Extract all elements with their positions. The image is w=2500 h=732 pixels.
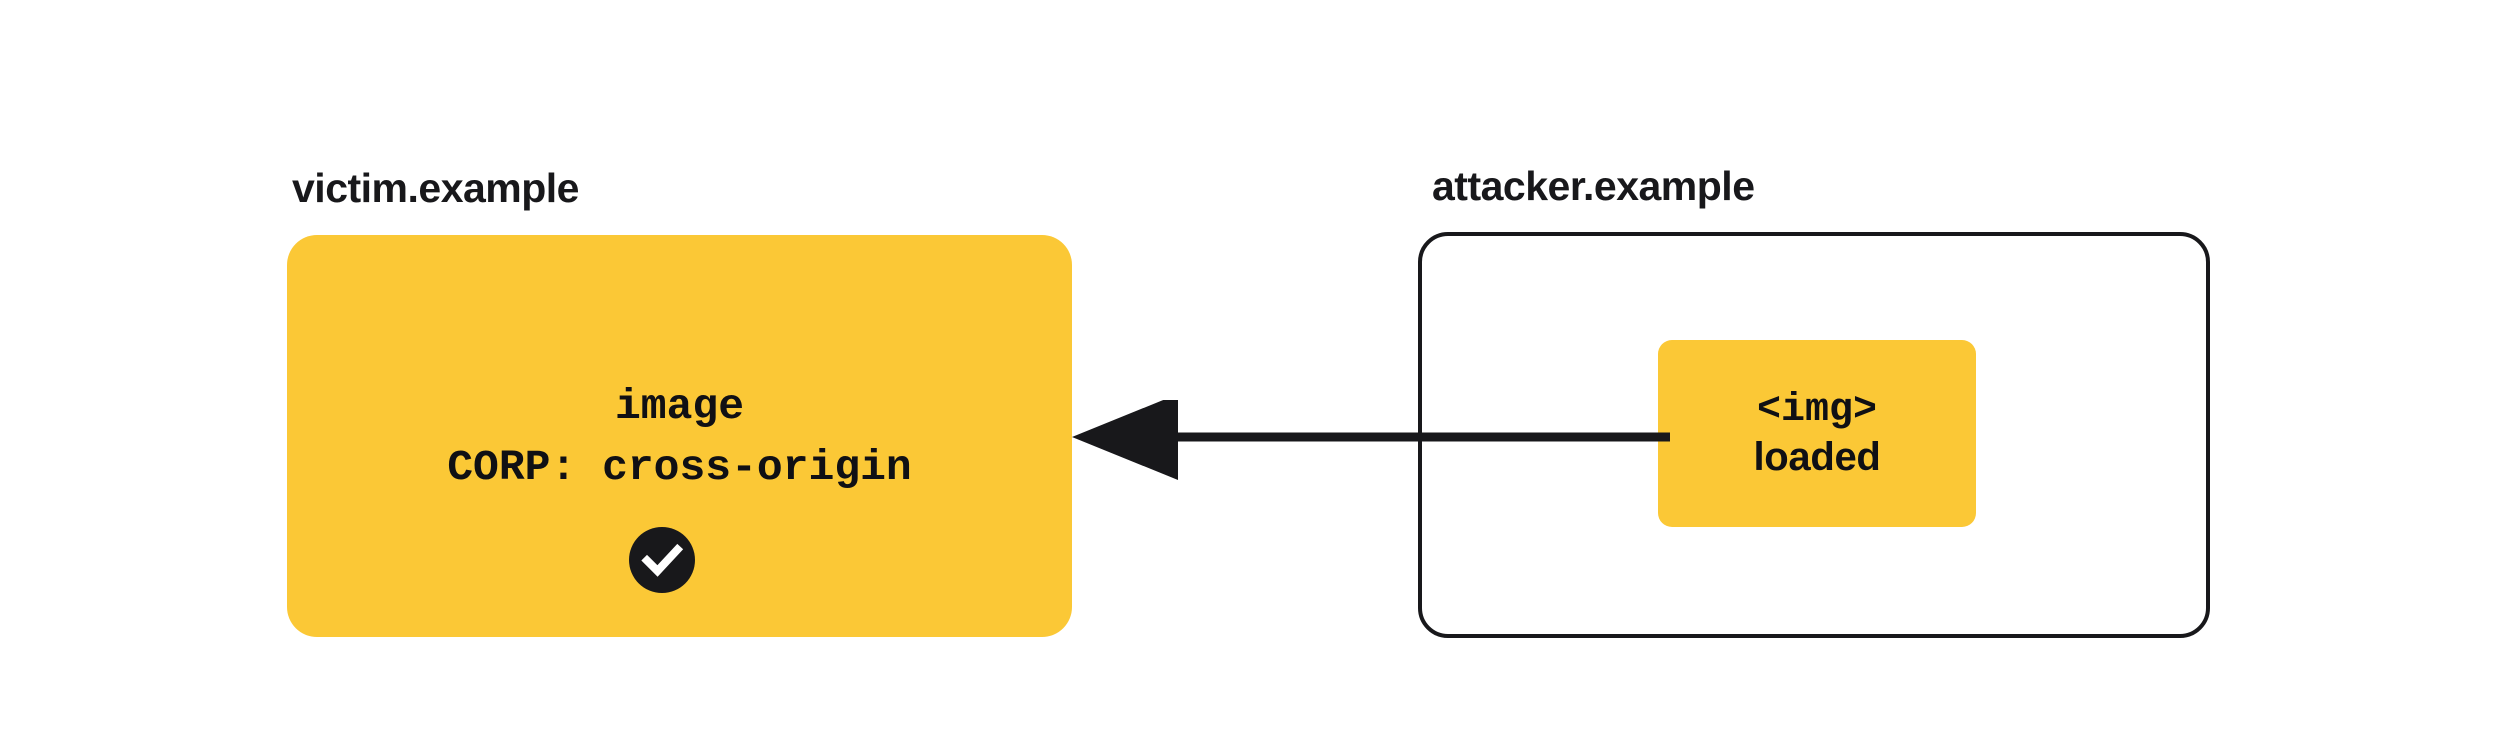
- check-circle-icon: [629, 527, 695, 593]
- attacker-img-element-chip: <img> loaded: [1658, 340, 1976, 527]
- img-tag-label: <img>: [1756, 387, 1878, 433]
- victim-card-line-resource: image: [614, 382, 745, 431]
- img-state-label: loaded: [1753, 434, 1881, 479]
- victim-origin-label: victim.example: [292, 165, 580, 211]
- victim-card-text: image CORP: cross-origin: [287, 376, 1072, 498]
- victim-resource-card: [287, 235, 1072, 637]
- victim-card-line-corp-header: CORP: cross-origin: [447, 443, 912, 492]
- attacker-origin-label: attacker.example: [1432, 163, 1755, 209]
